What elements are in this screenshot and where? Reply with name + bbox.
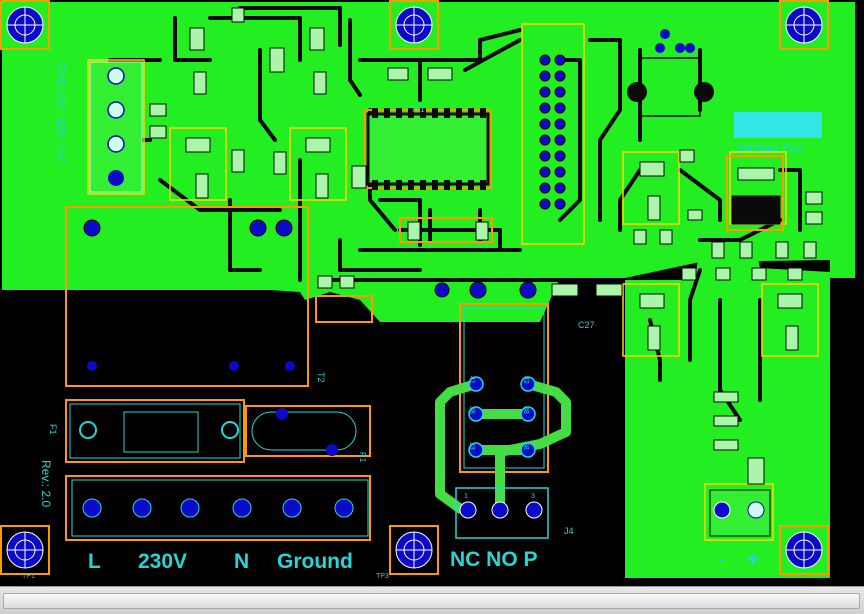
large-pads [83,219,537,299]
regulators [185,137,803,351]
fuse-pads [79,408,338,456]
pin-header [539,54,566,210]
copper-pour [2,2,855,578]
scrollbar-thumb[interactable] [3,593,860,609]
svg-text:42: 42 [522,376,529,384]
svg-text:41: 41 [468,376,475,384]
dc-minus-label: - [718,548,725,571]
relay-pads [468,376,536,458]
dc-plus-label: + [747,548,759,571]
ic-chip [366,108,490,190]
power-label: GND-12V +12V +5V [55,62,67,162]
svg-text:38: 38 [522,442,529,450]
power-terminal [89,61,143,193]
svg-text:3: 3 [531,493,535,500]
ic-label: IC1 [412,105,425,114]
relay-traces [435,379,571,515]
relay-connector-label: J4 [564,526,574,536]
software-rev-label: Software Rev. [736,142,804,154]
svg-text:2: 2 [497,493,501,500]
pcb-canvas[interactable]: GND-12V +12V +5V Software Rev. Rev.: 2.0… [0,0,864,590]
svg-text:1: 1 [464,493,468,500]
capacitor-label: C27 [578,320,595,330]
svg-text:33: 33 [468,442,475,450]
ground-label: Ground [277,550,353,573]
mains-terminal-pads [82,361,354,518]
software-rev-box [734,112,822,138]
dc-terminal [709,457,771,537]
relay-contacts-label: NC NO P [450,548,538,571]
highlight-frames [87,23,819,541]
smd-parts [149,7,823,451]
tp1-label: TP1 [22,573,35,580]
fuse-label: F1 [48,424,58,435]
tp3-label: TP3 [376,573,389,580]
silk-outlines [69,307,545,537]
neutral-label: N [234,550,249,573]
traces [108,6,802,422]
voltage-label: 230V [138,550,187,573]
svg-text:38: 38 [468,406,475,414]
mounting-holes [0,0,829,575]
transformer-label: T2 [316,372,326,383]
svg-text:38: 38 [522,406,529,414]
horizontal-scrollbar[interactable] [0,586,864,614]
varistor-label: R1 [358,452,367,463]
relay-pin-numbers: 41 42 38 38 33 38 1 2 3 [464,376,535,500]
line-label: L [88,550,101,573]
usb-connector [627,29,714,117]
board-rev-label: Rev.: 2.0 [39,460,53,507]
relay-connector [455,487,549,539]
